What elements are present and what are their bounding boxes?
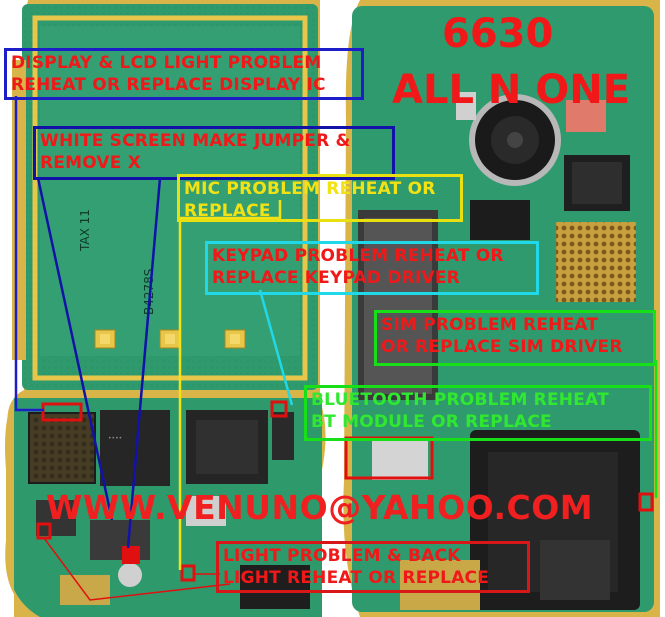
fault-markers-left [36, 400, 288, 582]
model-title: 6630 [442, 11, 554, 57]
white-screen-callout: WHITE SCREEN MAKE JUMPER & REMOVE X [33, 126, 395, 180]
callout-line: REMOVE X [40, 153, 142, 173]
callout-line: LIGHT REHEAT OR REPLACE [223, 568, 490, 588]
callout-line: SIM PROBLEM REHEAT [381, 315, 599, 335]
sim-marker [638, 492, 654, 512]
callout-line: WHITE SCREEN MAKE JUMPER & [40, 131, 351, 151]
website-text: WWW.VENUNO@YAHOO.COM [46, 488, 594, 527]
pcb-side-text: TAX 11 [78, 209, 92, 252]
bluetooth-problem-callout: BLUETOOTH PROBLEM REHEAT BT MODULE OR RE… [304, 385, 652, 441]
callout-line: BT MODULE OR REPLACE [311, 412, 552, 432]
light-problem-callout: LIGHT PROBLEM & BACK LIGHT REHEAT OR REP… [216, 541, 530, 593]
callout-line: LIGHT PROBLEM & BACK [223, 546, 461, 566]
mic-problem-callout: MIC PROBLEM REHEAT OR REPLACE [177, 174, 463, 222]
right-board [343, 0, 660, 617]
callout-line: BLUETOOTH PROBLEM REHEAT [311, 390, 609, 410]
callout-line: OR REPLACE SIM DRIVER [381, 337, 623, 357]
callout-line: MIC PROBLEM REHEAT OR [184, 179, 436, 199]
callout-line: REHEAT OR REPLACE DISPLAY IC [11, 75, 326, 95]
callout-line: KEYPAD PROBLEM REHEAT OR [212, 246, 504, 266]
callout-line: DISPLAY & LCD LIGHT PROBLEM [11, 53, 322, 73]
display-connector-pads [94, 329, 246, 349]
sim-problem-callout: SIM PROBLEM REHEAT OR REPLACE SIM DRIVER [374, 310, 656, 366]
callout-line: REPLACE [184, 201, 271, 221]
subtitle: ALL N ONE [392, 67, 631, 113]
callout-line: REPLACE KEYPAD DRIVER [212, 268, 460, 288]
left-chips: •••• [28, 410, 310, 609]
keypad-problem-callout: KEYPAD PROBLEM REHEAT OR REPLACE KEYPAD … [205, 241, 539, 295]
svg-text:••••: •••• [108, 435, 122, 442]
display-problem-callout: DISPLAY & LCD LIGHT PROBLEM REHEAT OR RE… [4, 48, 364, 100]
